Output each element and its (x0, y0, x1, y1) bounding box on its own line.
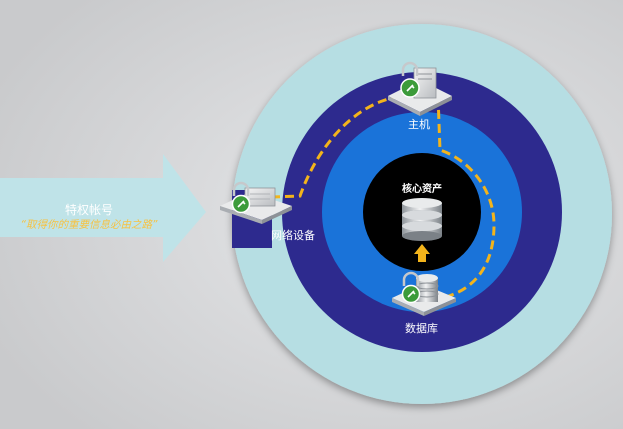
lock-icon (401, 61, 419, 76)
up-arrow-icon (414, 244, 430, 262)
path-host-to-database (436, 95, 496, 300)
database-label: 数据库 (405, 322, 438, 335)
network-device (220, 181, 292, 224)
lock-icon (232, 181, 250, 196)
lock-icon (402, 271, 420, 286)
database-device (392, 271, 456, 316)
host-label: 主机 (408, 118, 430, 131)
path-network-to-host (270, 94, 405, 199)
database-icon (402, 198, 442, 241)
privileged-account-arrow (0, 154, 206, 262)
network-device-label: 网络设备 (271, 229, 315, 242)
host-device (388, 61, 452, 116)
arrow-title: 特权帐号 (64, 203, 113, 217)
core-assets-label: 核心资产 (402, 184, 442, 195)
database-icon (415, 274, 439, 302)
arrow-subtitle: “取得你的重要信息必由之路” (20, 219, 158, 231)
